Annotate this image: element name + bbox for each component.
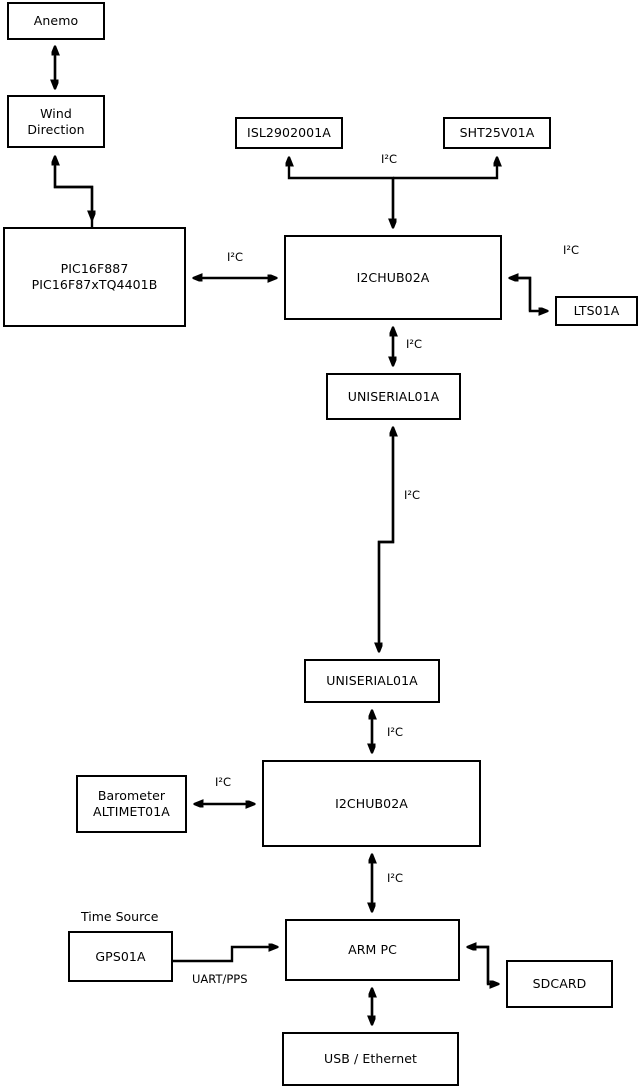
wire-pic-wind [55,157,94,227]
node-sdcard[interactable]: SDCARD [506,960,613,1008]
label-time-source: Time Source [81,909,159,924]
node-arm-pc[interactable]: ARM PC [285,919,460,981]
node-sht25v01a[interactable]: SHT25V01A [443,117,551,149]
node-anemo[interactable]: Anemo [7,2,105,40]
wire-gps-armpc [173,947,277,963]
edge-label-pic-hub-i2c: I²C [227,250,244,264]
node-uniserial01a-bottom[interactable]: UNISERIAL01A [304,659,440,703]
node-gps01a[interactable]: GPS01A [68,931,173,982]
node-pic-microcontroller[interactable]: PIC16F887 PIC16F87xTQ4401B [3,227,186,327]
edge-label-uniserial-link-i2c: I²C [404,488,421,502]
edge-label-hub2-armpc-i2c: I²C [387,871,404,885]
edge-label-gps-armpc-uart-pps: UART/PPS [192,972,248,986]
node-barometer-altimet01a[interactable]: Barometer ALTIMET01A [76,775,187,833]
wire-uniserial-link-down [379,428,395,651]
wire-wind-pic [53,157,92,219]
wire-sdcard-armpc [468,947,490,984]
wire-hubtop-bus [289,158,395,227]
wire-hubtop-lts [510,276,547,311]
node-i2chub02a-bottom[interactable]: I2CHUB02A [262,760,481,847]
edge-label-uniserial-hub2-i2c: I²C [387,725,404,739]
node-i2chub02a-top[interactable]: I2CHUB02A [284,235,502,320]
edge-label-barometer-hub2-i2c: I²C [215,775,232,789]
wire-uniserial-link-up [377,428,393,651]
node-usb-ethernet[interactable]: USB / Ethernet [282,1032,459,1086]
wire-lts-hubtop [510,278,532,311]
node-lts01a[interactable]: LTS01A [555,296,638,326]
edge-label-hub-lts-i2c: I²C [563,243,580,257]
node-isl2902001a[interactable]: ISL2902001A [235,117,343,149]
edge-label-isl-sht-i2c: I²C [381,152,398,166]
edge-label-hub-uniserial-i2c: I²C [406,337,423,351]
node-wind-direction[interactable]: Wind Direction [7,95,105,148]
wire-bus-sht [393,158,497,180]
wire-armpc-sdcard [468,945,498,984]
node-uniserial01a-top[interactable]: UNISERIAL01A [326,373,461,420]
